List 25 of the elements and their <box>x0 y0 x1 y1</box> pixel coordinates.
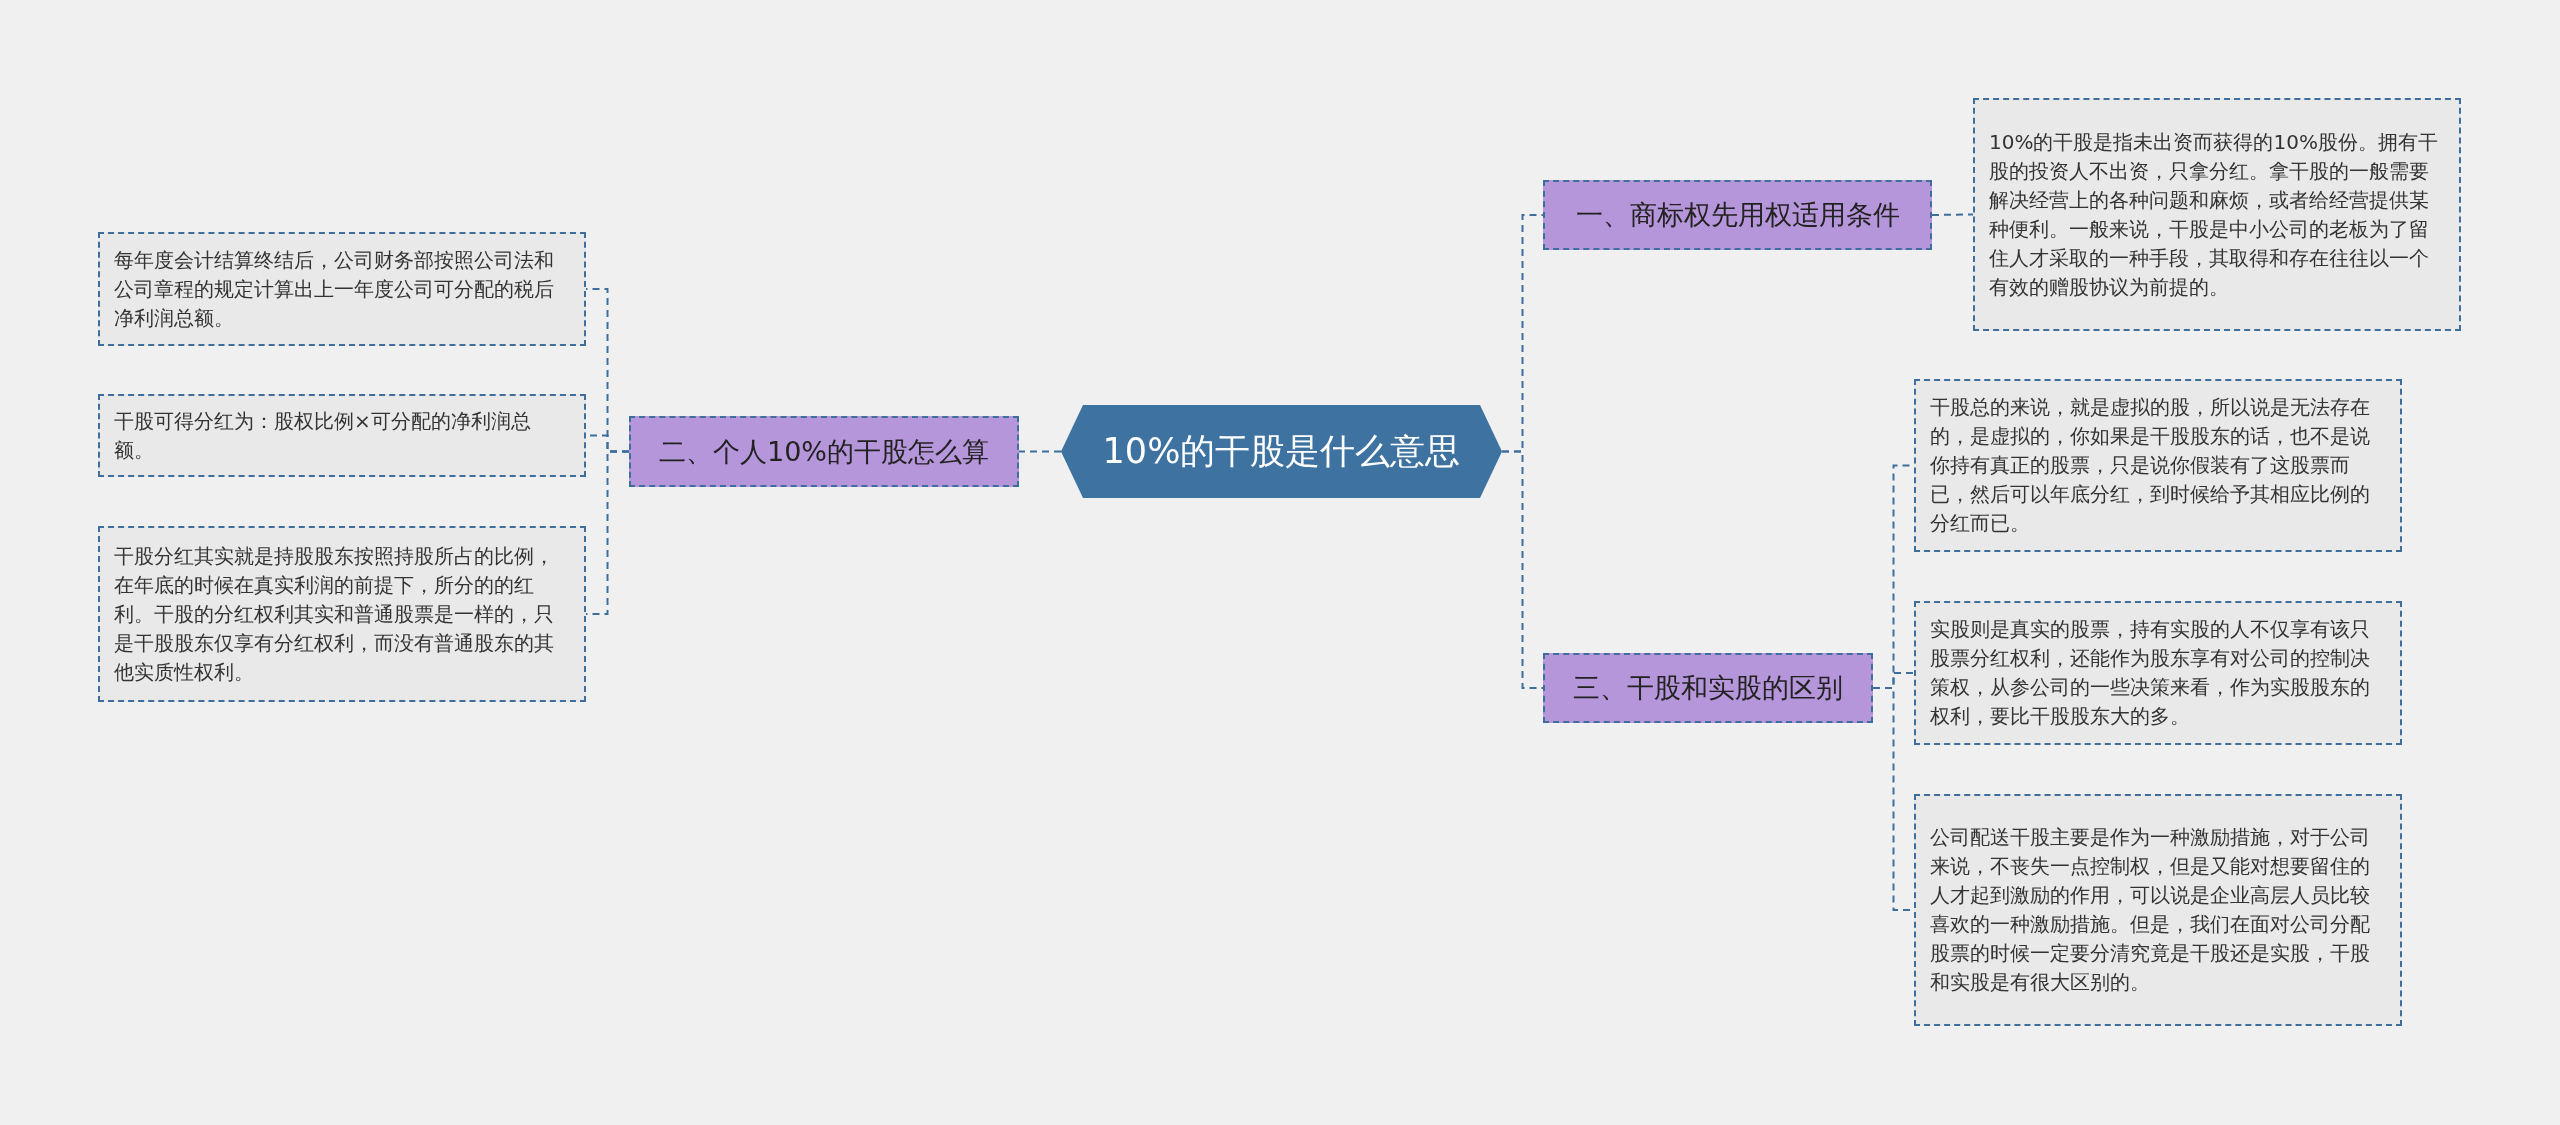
note-box <box>1914 379 2402 552</box>
note-box <box>98 526 586 702</box>
note-box <box>1914 601 2402 745</box>
topic-text: 三、干股和实股的区别 <box>1573 671 1843 705</box>
topic-text: 一、商标权先用权适用条件 <box>1575 198 1900 232</box>
central-topic <box>1061 405 1502 498</box>
note-box <box>1914 794 2402 1026</box>
topic-text: 干股分红其实就是持股股东按照持股所占的比例，在年底的时候在真实利润的前提下，所分的的红利。干股的分红权利其实和普通股票是一样的，只是干股股东仅享有分红权利，而没有普通股东的其他实质性权利。 <box>114 542 555 686</box>
topic-box <box>629 416 1019 487</box>
topic-text: 实股则是真实的股票，持有实股的人不仅享有该只股票分红权利，还能作为股东享有对公司的控制决策权，从参公司的一些决策来看，作为实股股东的权利，要比干股股东大的多。 <box>1930 616 2371 730</box>
topic-text: 10%的干股是什么意思 <box>1102 430 1461 473</box>
note-box <box>98 394 586 477</box>
topic-text: 干股可得分红为：股权比例×可分配的净利润总额。 <box>114 407 532 464</box>
topic-box <box>1543 180 1932 250</box>
connector-line <box>1018 450 1062 453</box>
connector-line <box>1501 450 1544 689</box>
topic-text: 每年度会计结算终结后，公司财务部按照公司法和公司章程的规定计算出上一年度公司可分配的税后净利润总额。 <box>114 246 555 332</box>
topic-text: 二、个人10%的干股怎么算 <box>659 434 989 469</box>
connector-line <box>1931 213 1974 216</box>
topic-text: 公司配送干股主要是作为一种激励措施，对于公司来说，不丧失一点控制权，但是又能对想要留住的人才起到激励的作用，可以说是企业高层人员比较喜欢的一种激励措施。但是，我们在面对公司分配股票的时候一定要分清究竟是干股还是实股，干股和实股是有很大区别的。 <box>1930 824 2371 996</box>
note-box <box>98 232 586 346</box>
topic-text: 10%的干股是指未出资而获得的10%股份。拥有干股的投资人不出资，只拿分红。拿干股的一般需要解决经营上的各种问题和麻烦，或者给经营提供某种便利。一般来说，干股是中小公司的老板为了留住人才采取的一种手段，其取得和存在往往以一个有效的赠股协议为前提的。 <box>1989 128 2439 301</box>
topic-text: 干股总的来说，就是虚拟的股，所以说是无法存在的，是虚拟的，你如果是干股股东的话，也不是说你持有真正的股票，只是说你假装有了这股票而已，然后可以年底分红，到时候给予其相应比例的分红而已。 <box>1930 394 2371 537</box>
topic-box <box>1543 653 1873 723</box>
note-box <box>1973 98 2461 331</box>
